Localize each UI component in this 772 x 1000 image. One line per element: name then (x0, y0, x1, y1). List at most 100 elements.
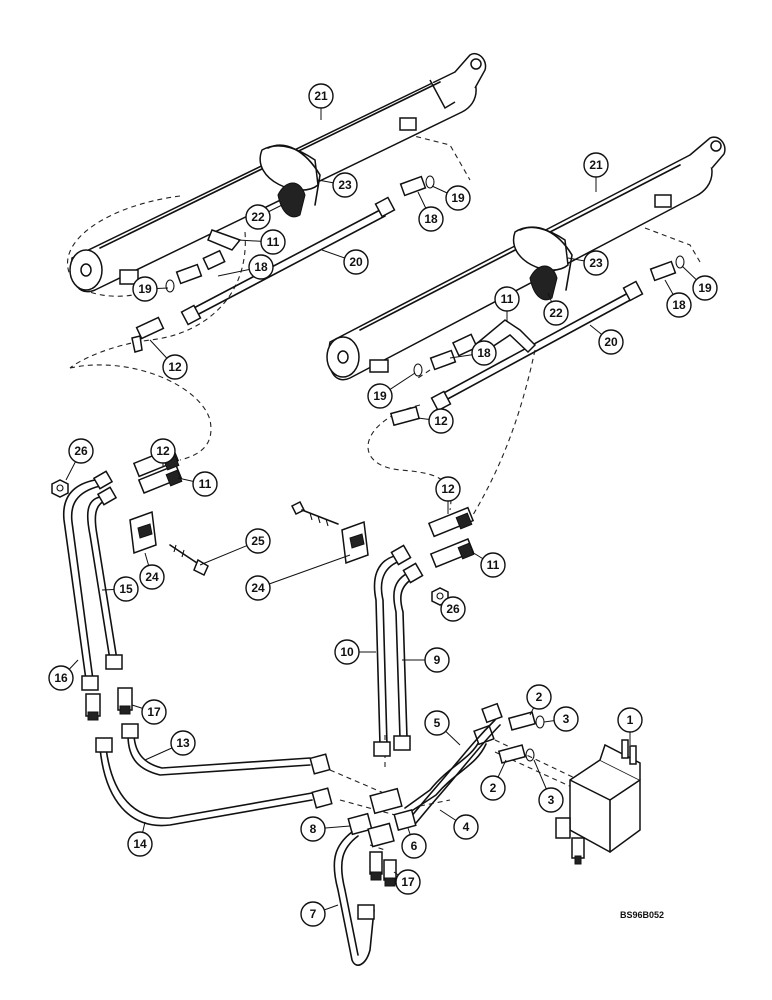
callout-24: 24 (245, 554, 351, 601)
callout-number: 1 (627, 713, 634, 727)
callout-circle (418, 206, 444, 232)
callout-number: 2 (490, 781, 497, 795)
callout-1: 1 (617, 707, 643, 745)
callout-circle (334, 639, 360, 665)
callout-3: 3 (533, 759, 564, 813)
callout-number: 6 (411, 839, 418, 853)
callout-number: 16 (54, 671, 68, 685)
callout-circle (401, 833, 427, 859)
callout-number: 12 (156, 444, 170, 458)
fittings-17-bottom (369, 851, 397, 887)
callout-2: 2 (526, 684, 552, 716)
callout-circle (162, 354, 188, 380)
callout-circle (367, 383, 393, 409)
callout-number: 11 (199, 477, 212, 491)
callout-circle (308, 83, 334, 109)
tube-14 (95, 737, 333, 827)
callout-circle (543, 300, 569, 326)
middle-right-fittings (427, 506, 475, 568)
callout-21: 21 (308, 83, 334, 120)
callout-circle (480, 775, 506, 801)
callout-number: 5 (434, 716, 441, 730)
callout-circle (617, 707, 643, 733)
callout-4: 4 (439, 809, 479, 840)
callout-circle (583, 152, 609, 178)
callout-circle (141, 699, 167, 725)
callout-circle (471, 340, 497, 366)
callout-circle (245, 204, 271, 230)
callout-leader (257, 554, 351, 589)
callout-circle (395, 869, 421, 895)
callout-2: 2 (480, 759, 507, 801)
callout-number: 11 (487, 558, 500, 572)
callout-12: 12 (435, 476, 461, 514)
middle-left-fittings (132, 446, 183, 494)
bolt-25-lower (169, 544, 209, 577)
callout-circle (553, 706, 579, 732)
callout-number: 25 (251, 534, 265, 548)
nut-26-left (51, 479, 69, 498)
callout-11: 11 (494, 286, 520, 322)
tube-15 (86, 486, 123, 670)
clip-24-right (341, 520, 369, 565)
callout-circle (150, 438, 176, 464)
callout-25: 25 (199, 528, 271, 566)
callout-circle (245, 528, 271, 554)
callout-number: 19 (451, 191, 465, 205)
callout-11: 11 (237, 229, 286, 255)
callout-12: 12 (149, 339, 188, 380)
callout-number: 18 (477, 346, 491, 360)
callout-number: 14 (133, 837, 147, 851)
callout-circle (453, 814, 479, 840)
callout-number: 3 (563, 712, 570, 726)
callout-19: 19 (681, 265, 718, 301)
callout-11: 11 (471, 551, 506, 578)
callout-circle (424, 710, 450, 736)
callout-18: 18 (417, 191, 444, 232)
callout-circle (113, 576, 139, 602)
callout-3: 3 (543, 706, 579, 732)
tube-13 (121, 723, 331, 776)
callout-circle (583, 250, 609, 276)
callout-circle (480, 552, 506, 578)
fittings-2-3 (497, 711, 545, 764)
callout-number: 21 (314, 89, 328, 103)
callout-number: 22 (549, 306, 563, 320)
tube-5 (404, 724, 495, 813)
callout-number: 12 (434, 414, 448, 428)
callout-circle (692, 275, 718, 301)
callout-circle (300, 901, 326, 927)
callout-23: 23 (567, 250, 609, 276)
callout-24: 24 (139, 552, 165, 590)
callout-16: 16 (48, 659, 79, 691)
tee-fitting-6 (369, 787, 417, 831)
callout-number: 4 (463, 820, 470, 834)
callout-number: 2 (536, 690, 543, 704)
callout-number: 3 (548, 793, 555, 807)
callout-19: 19 (367, 372, 416, 409)
callout-circle (332, 172, 358, 198)
callout-number: 17 (401, 875, 415, 889)
callout-number: 22 (251, 210, 265, 224)
bolt-25-upper (290, 500, 339, 527)
callout-23: 23 (317, 172, 358, 198)
callout-number: 18 (254, 260, 268, 274)
tube-9 (393, 562, 424, 751)
callout-circle (248, 254, 274, 280)
callout-8: 8 (300, 816, 351, 842)
callout-10: 10 (334, 639, 376, 665)
callout-circle (68, 438, 94, 464)
callout-number: 19 (138, 282, 152, 296)
callout-20: 20 (589, 324, 624, 355)
callout-18: 18 (449, 340, 497, 366)
callout-circle (424, 647, 450, 673)
callout-circle (127, 831, 153, 857)
drawing-reference: BS96B052 (620, 910, 664, 920)
callout-number: 23 (589, 256, 603, 270)
callout-circle (440, 596, 466, 622)
callout-circle (139, 564, 165, 590)
callout-12: 12 (150, 438, 176, 466)
callout-19: 19 (431, 185, 471, 211)
callout-number: 7 (310, 907, 317, 921)
